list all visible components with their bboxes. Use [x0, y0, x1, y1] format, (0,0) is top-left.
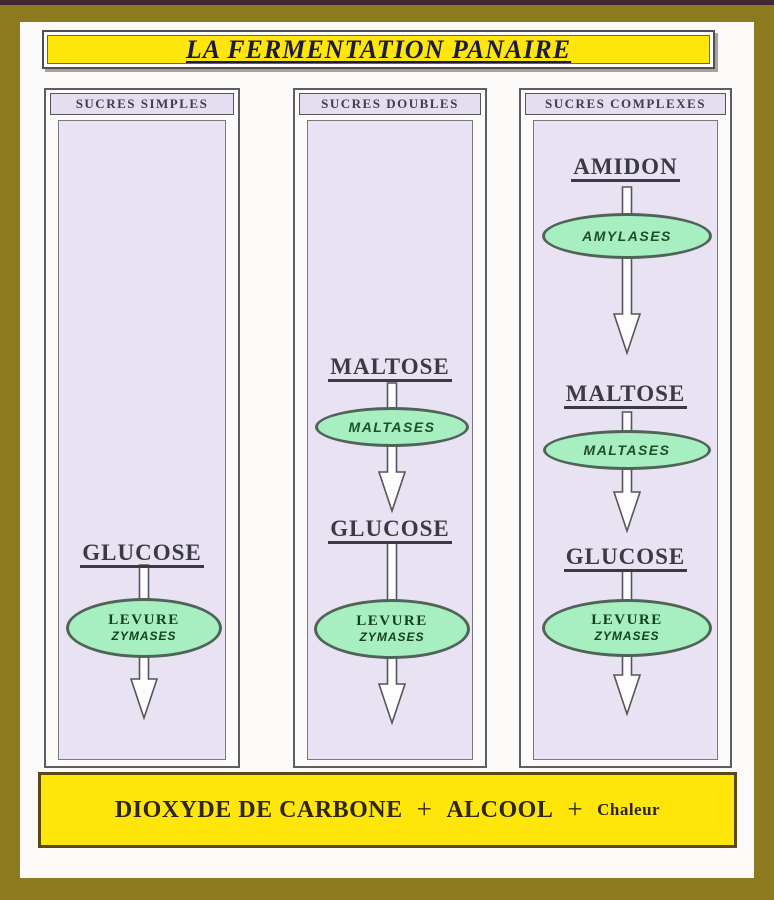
glucose-label: GLUCOSE [295, 516, 485, 545]
title-banner: LA FERMENTATION PANAIRE [42, 30, 715, 69]
glucose-label: GLUCOSE [46, 540, 238, 569]
column-sucres-simples: SUCRES SIMPLES GLUCOSE LEVURE ZYMASES [44, 88, 240, 768]
result-banner: DIOXYDE DE CARBONE + ALCOOL + Chaleur [38, 772, 737, 848]
column-header-label: SUCRES SIMPLES [75, 96, 209, 111]
title-banner-inner: LA FERMENTATION PANAIRE [47, 35, 710, 64]
levure-label: LEVURE [356, 613, 428, 630]
amylases-ellipse: AMYLASES [542, 213, 712, 259]
levure-label: LEVURE [591, 612, 663, 629]
zymases-label: ZYMASES [111, 628, 177, 643]
glucose-label: GLUCOSE [521, 544, 730, 573]
result-term-chaleur: Chaleur [597, 800, 661, 819]
maltases-ellipse: MALTASES [543, 430, 711, 470]
page-title: LA FERMENTATION PANAIRE [185, 34, 572, 64]
maltose-label: MALTOSE [521, 381, 730, 410]
column-header-sucres-simples: SUCRES SIMPLES [50, 93, 234, 115]
plus-sign: + [567, 793, 584, 824]
zymases-label: ZYMASES [359, 629, 425, 644]
plus-sign: + [416, 793, 433, 824]
levure-zymases-ellipse: LEVURE ZYMASES [314, 599, 470, 659]
down-arrow [612, 411, 642, 534]
down-arrow [612, 186, 642, 356]
amidon-label: AMIDON [521, 154, 730, 183]
column-sucres-complexes: SUCRES COMPLEXES AMIDON AMYLASES MALTOSE… [519, 88, 732, 768]
amylases-label: AMYLASES [582, 228, 672, 244]
levure-label: LEVURE [108, 612, 180, 629]
zymases-label: ZYMASES [594, 628, 660, 643]
column-header-sucres-doubles: SUCRES DOUBLES [299, 93, 481, 115]
maltases-label: MALTASES [583, 442, 671, 458]
column-header-label: SUCRES DOUBLES [321, 96, 459, 111]
column-header-label: SUCRES COMPLEXES [545, 96, 706, 111]
result-term-alcool: ALCOOL [446, 796, 554, 823]
levure-zymases-ellipse: LEVURE ZYMASES [66, 598, 222, 658]
result-text: DIOXYDE DE CARBONE + ALCOOL + Chaleur [114, 793, 661, 826]
column-sucres-doubles: SUCRES DOUBLES MALTOSE MALTASES GLUCOSE … [293, 88, 487, 768]
top-edge-line [0, 0, 774, 5]
maltases-ellipse: MALTASES [315, 407, 469, 447]
maltases-label: MALTASES [348, 419, 436, 435]
levure-zymases-ellipse: LEVURE ZYMASES [542, 599, 712, 657]
maltose-label: MALTOSE [295, 354, 485, 383]
down-arrow [377, 382, 407, 514]
result-term-dioxyde: DIOXYDE DE CARBONE [114, 796, 403, 823]
column-header-sucres-complexes: SUCRES COMPLEXES [525, 93, 726, 115]
